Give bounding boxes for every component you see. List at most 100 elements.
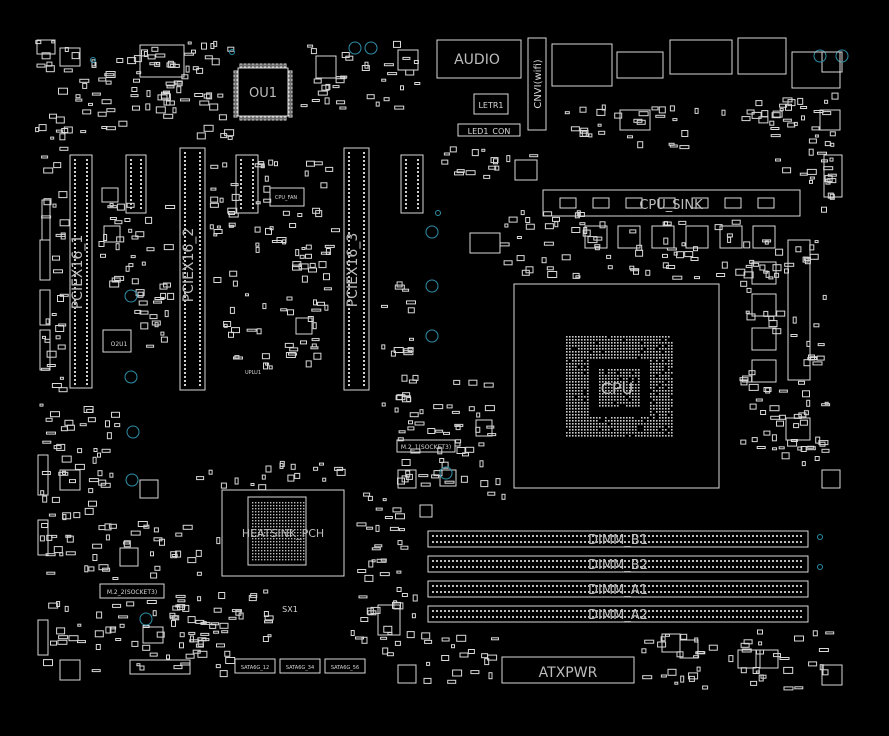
cpu-land bbox=[620, 387, 622, 389]
smd-component bbox=[234, 477, 239, 485]
pciex1-slot-a[interactable] bbox=[125, 154, 147, 214]
sata-connector-3[interactable] bbox=[324, 658, 366, 674]
pciex16-3-slot[interactable] bbox=[343, 147, 370, 391]
audio-jack-block[interactable] bbox=[436, 39, 522, 79]
cpu-land bbox=[584, 369, 586, 371]
smd-component bbox=[308, 267, 317, 273]
cpu-land bbox=[614, 336, 616, 338]
cpu-land bbox=[665, 396, 667, 398]
m2-1-socket[interactable] bbox=[396, 439, 456, 453]
cpu-land bbox=[644, 426, 646, 428]
chip-pin bbox=[233, 114, 238, 118]
cpu-land bbox=[623, 372, 625, 374]
m2-2-label: M.2_2(SOCKET3) bbox=[107, 589, 157, 596]
dimm-pin bbox=[540, 566, 542, 568]
usb-port-b[interactable] bbox=[791, 51, 841, 89]
smd-component bbox=[821, 448, 830, 453]
dimm-pin bbox=[528, 566, 530, 568]
dimm-pin bbox=[576, 616, 578, 618]
m2-2-socket[interactable] bbox=[99, 583, 165, 599]
hdmi-port[interactable] bbox=[737, 37, 787, 75]
cpu-land bbox=[632, 399, 634, 401]
cpu-land bbox=[650, 369, 652, 371]
smd-component bbox=[152, 610, 157, 617]
pch-ball bbox=[264, 547, 266, 549]
smd-component bbox=[51, 40, 56, 44]
sata-connector-1[interactable] bbox=[234, 658, 276, 674]
pch-ball bbox=[264, 550, 266, 552]
pch-ball bbox=[261, 538, 263, 540]
pch-ball bbox=[276, 526, 278, 528]
display-port[interactable] bbox=[669, 39, 733, 75]
pch-chip[interactable] bbox=[247, 496, 307, 566]
smd-component bbox=[658, 106, 666, 114]
dimm-pin bbox=[596, 610, 598, 612]
cpu-land bbox=[635, 435, 637, 437]
dimm-pin bbox=[508, 616, 510, 618]
dimm-pin bbox=[668, 560, 670, 562]
smd-component bbox=[383, 97, 390, 102]
slot-pin bbox=[184, 208, 186, 210]
cpu-land bbox=[626, 369, 628, 371]
cpu-land bbox=[659, 417, 661, 419]
cpu-land bbox=[635, 345, 637, 347]
cpu-land bbox=[617, 369, 619, 371]
atx-power-connector[interactable] bbox=[501, 656, 635, 684]
pch-ball bbox=[270, 544, 272, 546]
cpu-land bbox=[635, 426, 637, 428]
pch-ball bbox=[261, 514, 263, 516]
pch-ball bbox=[264, 535, 266, 537]
led1-connector[interactable] bbox=[457, 123, 521, 137]
dimm-pin bbox=[780, 616, 782, 618]
dimm-pin bbox=[432, 560, 434, 562]
dimm-pin bbox=[664, 610, 666, 612]
cpu-socket[interactable] bbox=[513, 283, 720, 489]
smd-component bbox=[142, 644, 151, 651]
pch-ball bbox=[288, 535, 290, 537]
sata-connector-2[interactable] bbox=[279, 658, 321, 674]
component-block bbox=[41, 199, 51, 241]
smd-component bbox=[443, 152, 450, 156]
cnvi-wifi-module[interactable] bbox=[527, 37, 547, 131]
smd-component bbox=[394, 640, 401, 646]
pciex1-slot-b[interactable] bbox=[235, 154, 259, 214]
dimm-pin bbox=[636, 566, 638, 568]
pch-ball bbox=[255, 526, 257, 528]
cpu-land bbox=[581, 420, 583, 422]
ou1-chip[interactable] bbox=[237, 67, 289, 117]
pch-ball bbox=[282, 511, 284, 513]
pciex16-2-slot[interactable] bbox=[179, 147, 206, 391]
cpu-land bbox=[635, 339, 637, 341]
dimm-pin bbox=[676, 560, 678, 562]
pch-ball bbox=[282, 538, 284, 540]
dimm-b2-slot[interactable] bbox=[427, 555, 809, 573]
pch-ball bbox=[285, 538, 287, 540]
pciex1-slot-c[interactable] bbox=[400, 154, 424, 214]
smd-component bbox=[75, 94, 81, 99]
dimm-pin bbox=[780, 585, 782, 587]
dimm-b1-slot[interactable] bbox=[427, 530, 809, 548]
usb-port-a[interactable] bbox=[616, 51, 664, 79]
pch-ball bbox=[279, 550, 281, 552]
cpu-land bbox=[638, 420, 640, 422]
cpu-land bbox=[578, 396, 580, 398]
cpu-land bbox=[656, 396, 658, 398]
slot-pin bbox=[348, 212, 350, 214]
dimm-a2-slot[interactable] bbox=[427, 605, 809, 623]
smd-component bbox=[140, 322, 149, 330]
pciex16-3-label: PCIEX16_3 bbox=[345, 233, 361, 308]
smd-component bbox=[150, 572, 158, 579]
cpu-land bbox=[623, 417, 625, 419]
letr1-component[interactable] bbox=[473, 93, 509, 115]
cpu-land bbox=[575, 423, 577, 425]
pch-ball bbox=[252, 535, 254, 537]
cpu-land bbox=[647, 342, 649, 344]
pciex16-1-slot[interactable] bbox=[69, 154, 93, 389]
dimm-pin bbox=[604, 541, 606, 543]
smd-component bbox=[172, 605, 181, 611]
dimm-a1-slot[interactable] bbox=[427, 580, 809, 598]
lan-usb-port[interactable] bbox=[551, 43, 613, 87]
smd-component bbox=[635, 249, 644, 257]
dimm-pin bbox=[712, 560, 714, 562]
smd-component bbox=[287, 474, 295, 482]
